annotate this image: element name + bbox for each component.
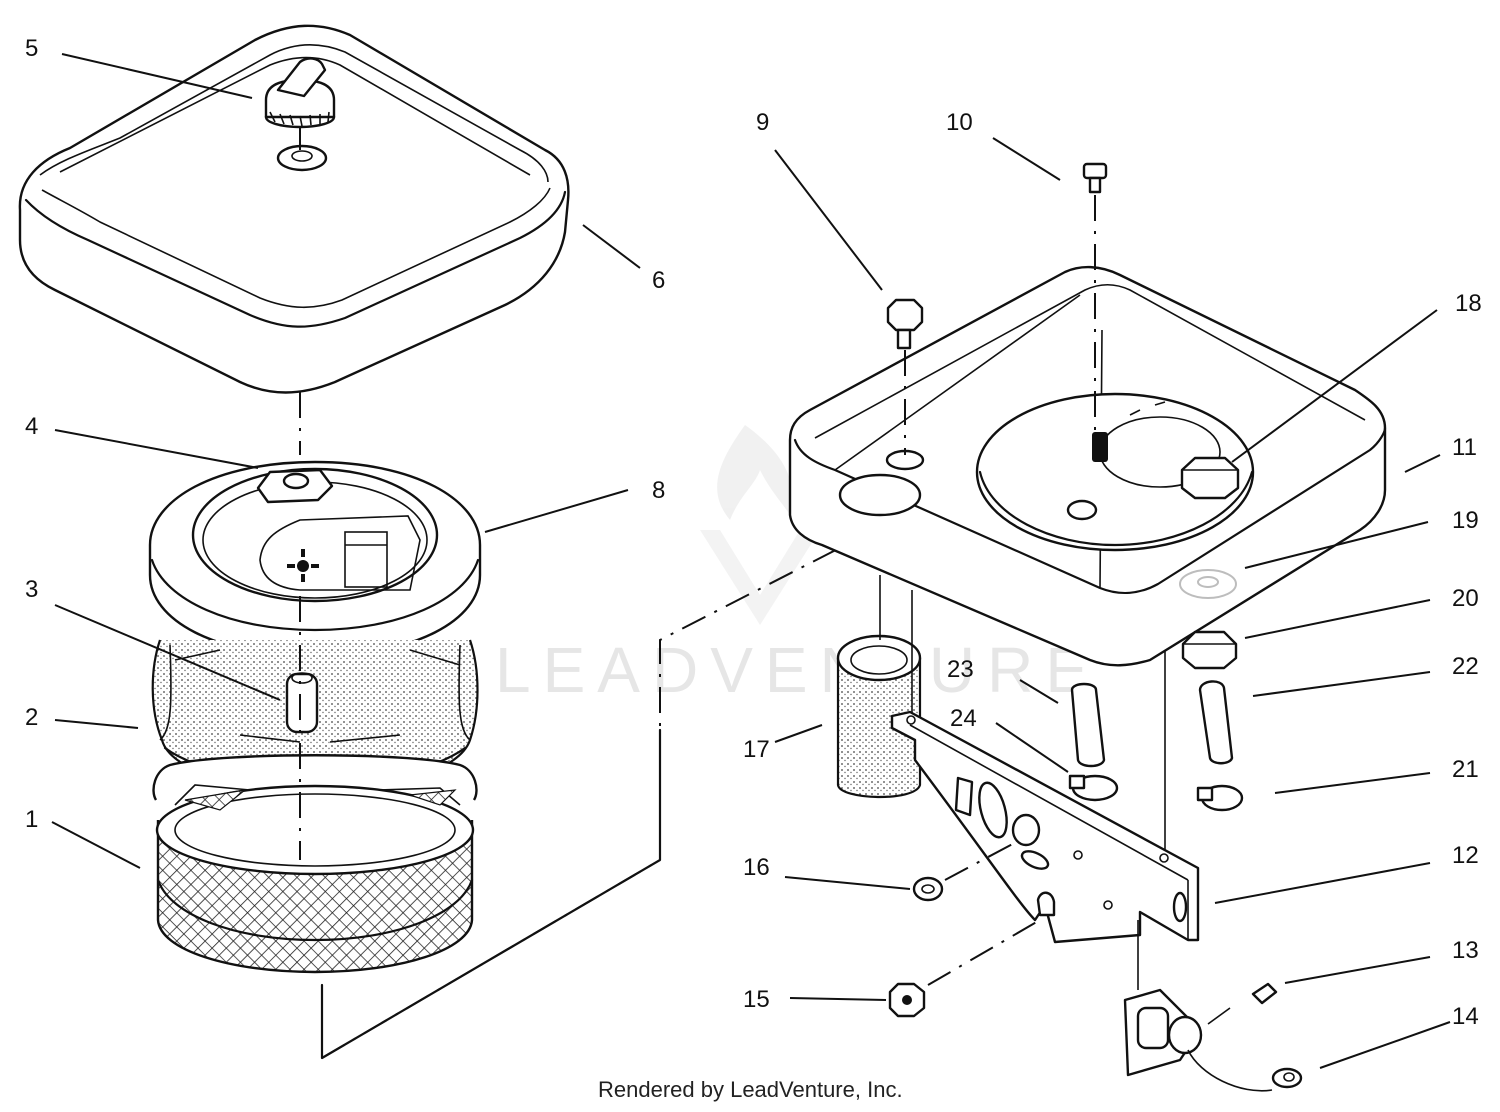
indicator-switch xyxy=(1123,920,1303,1092)
callout-3: 3 xyxy=(25,576,38,603)
callout-13: 13 xyxy=(1452,937,1479,964)
wing-nut xyxy=(256,468,334,504)
breather-hose-right xyxy=(1198,680,1234,765)
leader-lines xyxy=(51,53,1451,1069)
callout-11: 11 xyxy=(1452,434,1477,461)
breather-hose-left xyxy=(1070,682,1106,768)
callout-9: 9 xyxy=(756,109,769,136)
hose-clamp-right xyxy=(1196,784,1244,812)
small-nut xyxy=(912,839,1021,902)
screw xyxy=(1082,162,1108,430)
callout-14: 14 xyxy=(1452,1003,1479,1030)
callout-21: 21 xyxy=(1452,756,1479,783)
hex-nut xyxy=(1180,456,1240,500)
callout-4: 4 xyxy=(25,413,38,440)
washer xyxy=(1179,569,1237,599)
credit-text: Rendered by LeadVenture, Inc. xyxy=(598,1077,903,1102)
flange-nut xyxy=(888,919,1041,1018)
intake-tube xyxy=(836,575,922,799)
callout-1: 1 xyxy=(25,806,38,833)
mounting-bracket xyxy=(890,650,1200,944)
center-stud xyxy=(287,549,319,582)
callout-labels: 5 6 4 8 3 2 1 9 10 18 11 19 20 22 23 24 … xyxy=(25,35,1482,1030)
callout-20: 20 xyxy=(1452,585,1479,612)
air-cleaner-base xyxy=(788,265,1387,667)
watermark-logo xyxy=(700,425,820,625)
hex-bolt xyxy=(886,298,924,455)
callout-22: 22 xyxy=(1452,653,1479,680)
callout-24: 24 xyxy=(950,705,977,732)
lock-nut xyxy=(1181,630,1238,670)
callout-17: 17 xyxy=(743,736,770,763)
callout-15: 15 xyxy=(743,986,770,1013)
callout-19: 19 xyxy=(1452,507,1479,534)
hose-clamp-left xyxy=(1068,774,1119,802)
wing-knob xyxy=(264,57,336,172)
callout-16: 16 xyxy=(743,854,770,881)
callout-5: 5 xyxy=(25,35,38,62)
callout-8: 8 xyxy=(652,477,665,504)
air-cleaner-cover xyxy=(18,24,570,394)
callout-10: 10 xyxy=(946,109,973,136)
callout-18: 18 xyxy=(1455,290,1482,317)
callout-23: 23 xyxy=(947,656,974,683)
pre-cleaner-element xyxy=(148,392,482,974)
callout-2: 2 xyxy=(25,704,38,731)
callout-12: 12 xyxy=(1452,842,1479,869)
watermark-text: LEADVENTURE xyxy=(495,634,1100,706)
callout-6: 6 xyxy=(652,267,665,294)
